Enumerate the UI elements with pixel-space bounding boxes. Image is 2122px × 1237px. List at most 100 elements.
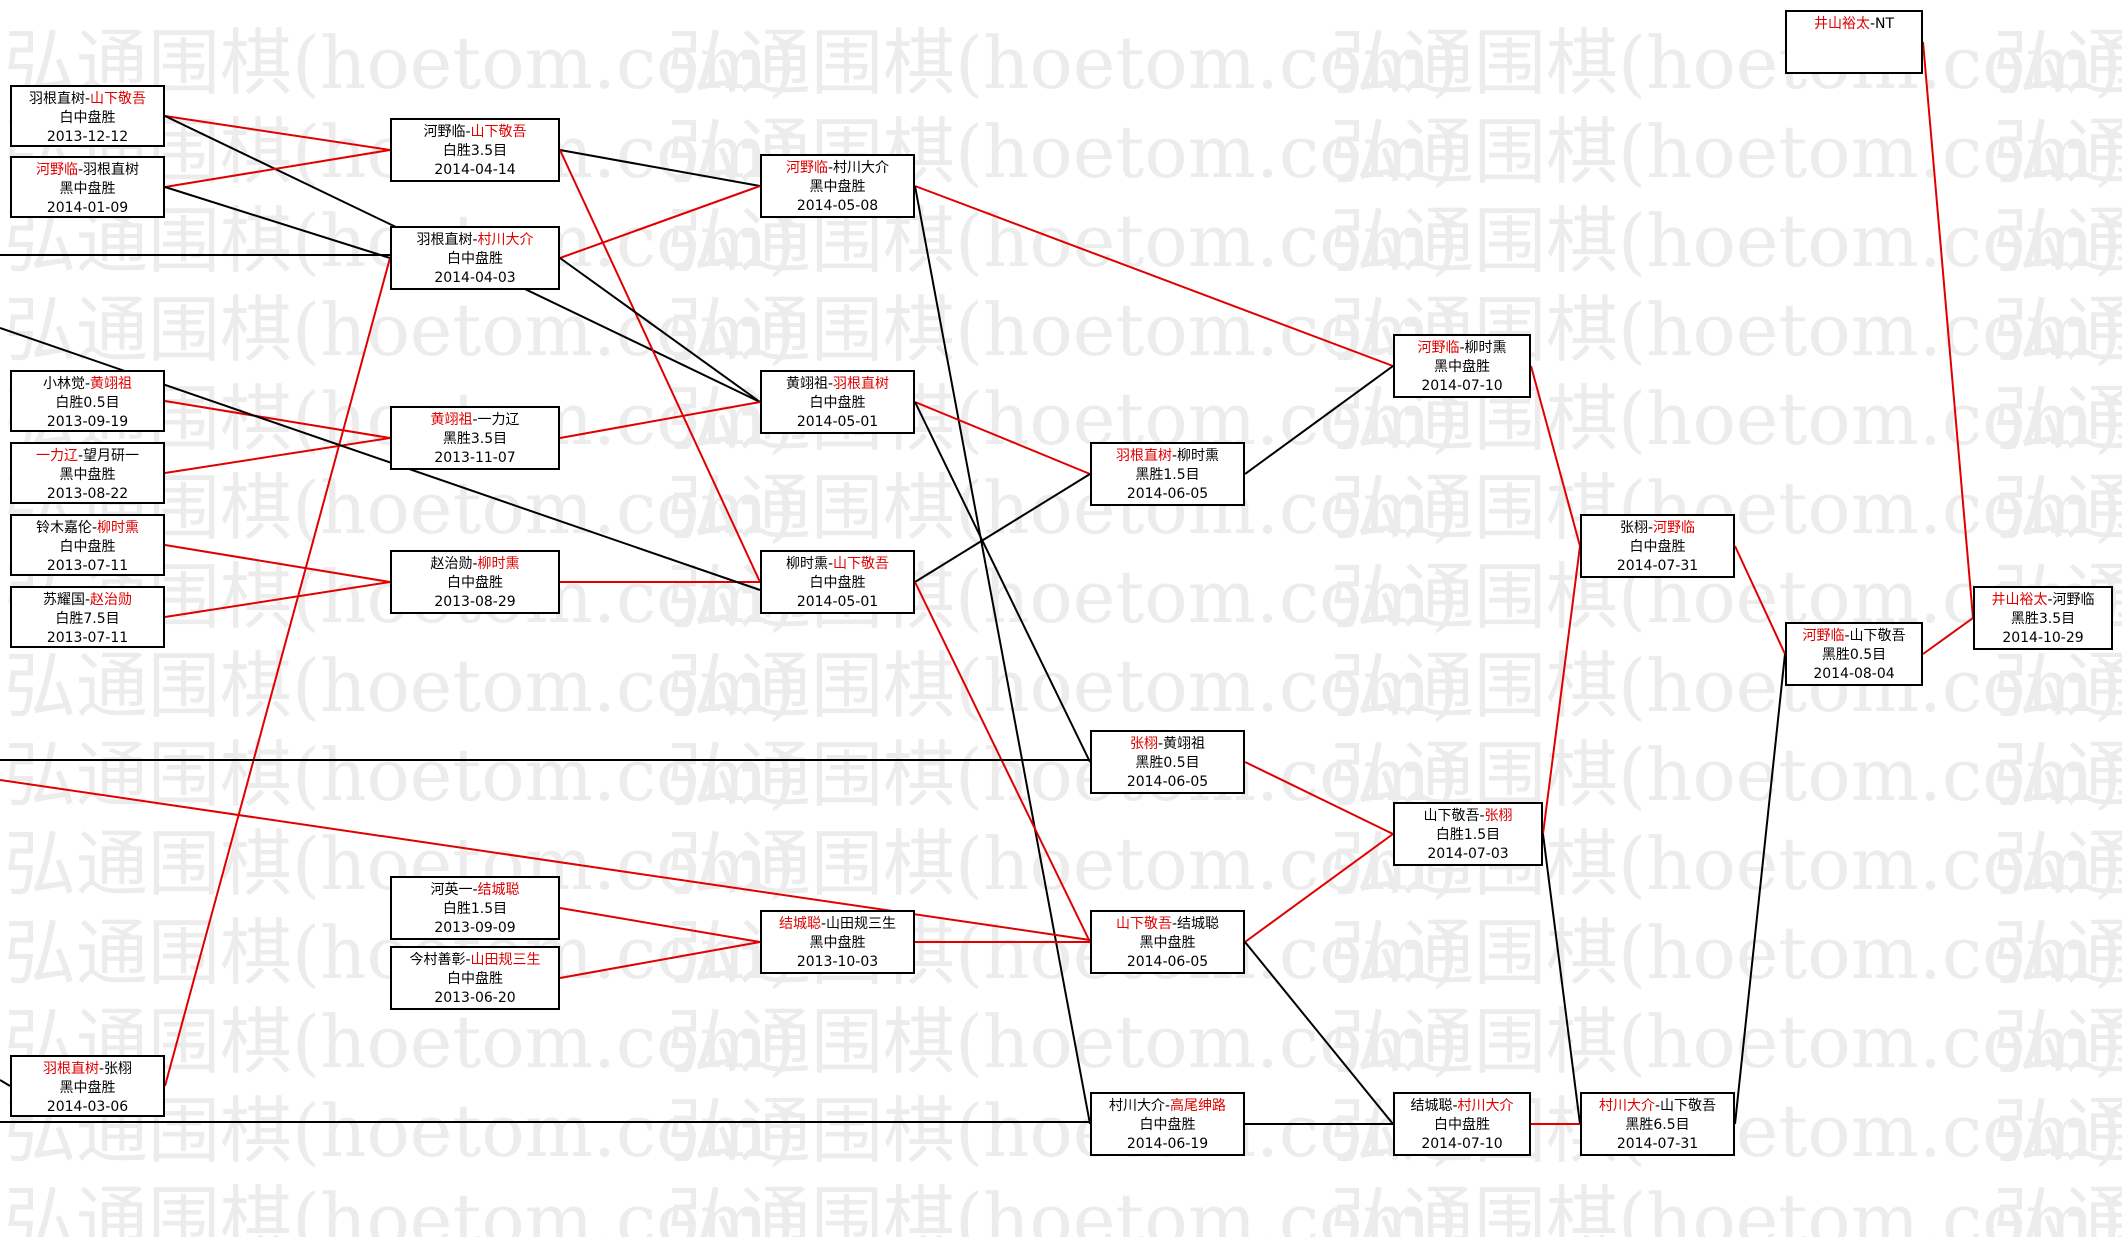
game-result: 白中盘胜 bbox=[447, 251, 503, 267]
player-black: 河野临 bbox=[785, 160, 828, 176]
watermark-text: 弘通围棋(hoetom.com) bbox=[667, 21, 1459, 105]
game-result: 黑胜6.5目 bbox=[1625, 1117, 1690, 1133]
watermark-text: 弘通围棋(hoetom.com) bbox=[1993, 288, 2122, 372]
game-date: 2013-09-09 bbox=[434, 920, 516, 936]
player-separator: - bbox=[84, 376, 91, 392]
game-players: 结城聪-村川大介 bbox=[1395, 1097, 1529, 1116]
game-box-g19[interactable]: 张栩-黄翊祖黑胜0.5目 2014-06-05 bbox=[1090, 730, 1245, 794]
game-result: 白中盘胜 bbox=[1139, 1117, 1196, 1133]
connector-g16-g18 bbox=[914, 473, 1091, 583]
game-result: 白中盘胜 bbox=[447, 575, 503, 591]
player-black: 一力辽 bbox=[35, 448, 78, 464]
player-white: 山下敬吾 bbox=[833, 556, 890, 572]
game-players: 苏耀国-赵治勋 bbox=[12, 591, 163, 610]
player-white: NT bbox=[1875, 16, 1895, 32]
watermark-text: 弘通围棋(hoetom.com) bbox=[1993, 1178, 2122, 1237]
game-result: 白中盘胜 bbox=[809, 395, 866, 411]
game-date: 2014-05-01 bbox=[796, 414, 879, 430]
player-black: 井山裕太 bbox=[1991, 592, 2048, 608]
game-box-g6[interactable]: 苏耀国-赵治勋白胜7.5目 2013-07-11 bbox=[10, 586, 165, 648]
player-separator: - bbox=[827, 160, 834, 176]
game-date: 2014-06-05 bbox=[1126, 774, 1209, 790]
game-date: 2014-05-08 bbox=[796, 198, 879, 214]
game-players: 张栩-黄翊祖 bbox=[1092, 735, 1243, 754]
connector-g2-g9 bbox=[164, 186, 391, 259]
player-white: 柳时熏 bbox=[1464, 340, 1507, 356]
game-result: 黑中盘胜 bbox=[1139, 935, 1196, 951]
game-box-g28[interactable]: 井山裕太-NT bbox=[1785, 10, 1923, 74]
player-separator: - bbox=[1157, 736, 1164, 752]
player-black: 河野临 bbox=[423, 124, 466, 140]
player-white: 高尾绅路 bbox=[1170, 1098, 1227, 1114]
player-white: 柳时熏 bbox=[477, 556, 520, 572]
player-separator: - bbox=[84, 592, 91, 608]
player-separator: - bbox=[820, 916, 827, 932]
player-black: 河野临 bbox=[1417, 340, 1460, 356]
player-black: 今村善彰 bbox=[409, 952, 466, 968]
game-date: 2013-07-11 bbox=[46, 630, 129, 646]
player-white: 黄翊祖 bbox=[1163, 736, 1206, 752]
game-result: 白胜3.5目 bbox=[442, 143, 508, 159]
watermark-text: 弘通围棋(hoetom.com) bbox=[4, 1178, 796, 1237]
game-date: 2013-08-29 bbox=[434, 594, 516, 610]
game-result: 白胜7.5目 bbox=[55, 611, 120, 627]
player-white: 河野临 bbox=[2052, 592, 2095, 608]
game-players: 河野临-羽根直树 bbox=[12, 161, 163, 180]
game-date: 2014-03-06 bbox=[46, 1099, 129, 1115]
connector-g8-g16 bbox=[559, 149, 761, 583]
player-white: 柳时熏 bbox=[97, 520, 140, 536]
connector-g25-g27 bbox=[1734, 545, 1786, 655]
player-separator: - bbox=[77, 448, 84, 464]
game-result: 黑胜0.5目 bbox=[1135, 755, 1200, 771]
connector-g9-g15 bbox=[559, 257, 761, 403]
player-separator: - bbox=[472, 232, 478, 248]
player-separator: - bbox=[1164, 1098, 1171, 1114]
player-black: 井山裕太 bbox=[1813, 16, 1870, 32]
game-players: 柳时熏-山下敬吾 bbox=[762, 555, 913, 574]
game-date: 2014-07-31 bbox=[1616, 1136, 1699, 1152]
player-black: 小林觉 bbox=[42, 376, 85, 392]
player-separator: - bbox=[1869, 16, 1876, 32]
player-black: 村川大介 bbox=[1108, 1098, 1165, 1114]
player-separator: - bbox=[1171, 916, 1178, 932]
watermark-text: 弘通围棋(hoetom.com) bbox=[667, 466, 1459, 550]
game-players: 井山裕太-河野临 bbox=[1975, 591, 2111, 610]
player-black: 羽根直树 bbox=[1115, 448, 1172, 464]
game-result: 白中盘胜 bbox=[1434, 1117, 1490, 1133]
game-players: 河英一-结城聪 bbox=[392, 881, 558, 900]
player-separator: - bbox=[1171, 448, 1178, 464]
game-players: 羽根直树-张栩 bbox=[12, 1060, 163, 1079]
connector-g20-g24 bbox=[1244, 941, 1394, 1125]
player-black: 羽根直树 bbox=[42, 1061, 99, 1077]
watermark-text: 弘通围棋(hoetom.com) bbox=[1993, 822, 2122, 906]
player-black: 河野临 bbox=[1802, 628, 1845, 644]
watermark-text: 弘通围棋(hoetom.com) bbox=[667, 822, 1459, 906]
